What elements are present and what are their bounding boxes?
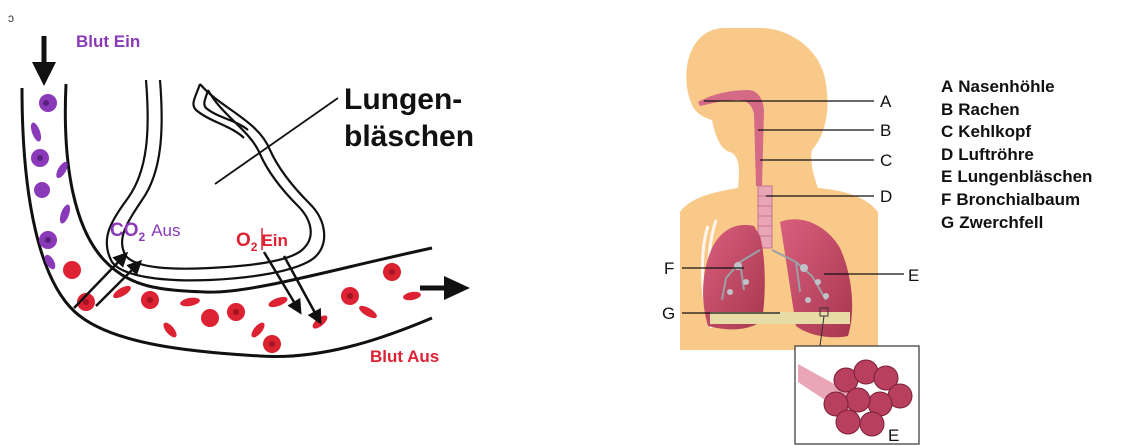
label-title-line2: bläschen [344, 120, 474, 153]
alveolus-sac [107, 80, 324, 280]
label-blood-in: Blut Ein [76, 32, 140, 51]
callout-e: E [908, 266, 919, 285]
red-blood-cells [63, 261, 422, 353]
respiratory-system-diagram: E A B C D E F G [662, 28, 919, 445]
o2-exchange-arrows [264, 252, 320, 322]
corner-mark: ɔ [8, 11, 14, 25]
blood-out-arrowhead [444, 276, 470, 300]
diaphragm [710, 312, 850, 324]
alveolus-diagram: ɔ [8, 11, 474, 366]
callout-d: D [880, 187, 892, 206]
blood-in-arrowhead [32, 62, 56, 86]
alveoli-inset: E [795, 346, 919, 445]
callout-g: G [662, 304, 675, 323]
callout-b: B [880, 121, 891, 140]
label-title-line1: Lungen- [344, 83, 462, 116]
label-blood-out: Blut Aus [370, 347, 439, 366]
callout-f: F [664, 259, 674, 278]
callout-a: A [880, 92, 892, 111]
callout-c: C [880, 151, 892, 170]
inset-label: E [888, 426, 899, 445]
